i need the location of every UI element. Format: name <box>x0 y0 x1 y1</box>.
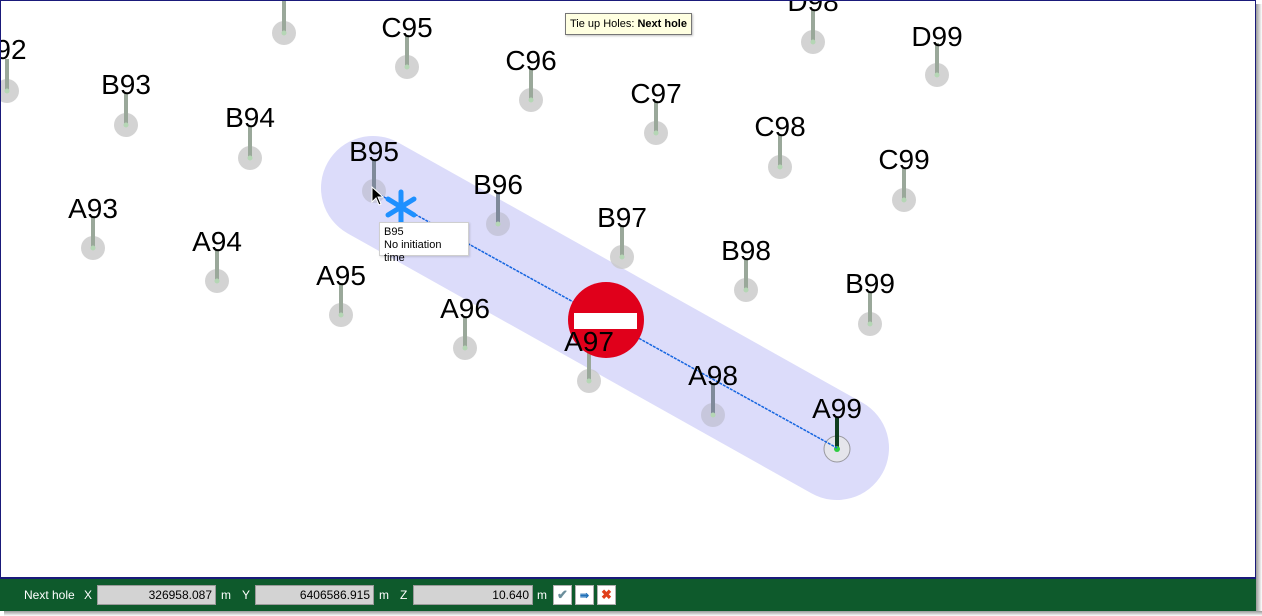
x-coordinate-field[interactable]: 326958.087 <box>97 585 216 605</box>
tooltip-prefix: Tie up Holes: <box>570 18 638 30</box>
hole-label: C96 <box>505 45 556 76</box>
hole-label: A93 <box>68 193 118 224</box>
double-arrow-right-icon: ⇛ <box>579 589 590 602</box>
hole-label: C97 <box>630 78 681 109</box>
accept-button[interactable]: ✔ <box>553 585 572 605</box>
hole-marker[interactable] <box>768 135 792 179</box>
hole-label: B98 <box>721 235 771 266</box>
hole-label: A96 <box>440 293 490 324</box>
hole-marker[interactable] <box>734 258 758 302</box>
x-unit: m <box>221 588 231 602</box>
mode-label: Next hole <box>24 588 75 602</box>
hole-label: D98 <box>787 1 838 17</box>
hole-marker[interactable] <box>892 168 916 212</box>
tooltip-message: No initiation time <box>384 239 442 264</box>
x-label: X <box>84 588 93 602</box>
hole-info-tooltip: B95 No initiation time <box>379 222 469 264</box>
hole-marker[interactable] <box>329 283 353 327</box>
y-coordinate-field[interactable]: 6406586.915 <box>255 585 374 605</box>
hole-label: A95 <box>316 260 366 291</box>
blue-star-cursor-icon <box>385 189 417 225</box>
arrow-cursor-icon <box>371 185 385 206</box>
hole-marker[interactable] <box>644 101 668 145</box>
tool-mode-tooltip: Tie up Holes: Next hole <box>565 13 692 35</box>
tooltip-action: Next hole <box>637 18 687 30</box>
hole-label: B93 <box>101 69 151 100</box>
hole-marker[interactable] <box>205 249 229 293</box>
hole-marker[interactable] <box>1 59 19 103</box>
y-unit: m <box>379 588 389 602</box>
hole-label: A94 <box>192 226 242 257</box>
hole-marker[interactable] <box>238 126 262 170</box>
hole-marker[interactable] <box>858 292 882 336</box>
cancel-button[interactable]: ✖ <box>597 585 616 605</box>
hole-label: C98 <box>754 111 805 142</box>
tooltip-hole-name: B95 <box>384 226 404 238</box>
hole-label: C95 <box>381 12 432 43</box>
hole-marker[interactable] <box>610 225 634 269</box>
hole-label: B95 <box>349 136 399 167</box>
y-label: Y <box>242 588 251 602</box>
close-x-icon: ✖ <box>601 587 612 602</box>
hole-label: 92 <box>1 34 27 65</box>
window-shadow-right <box>1256 4 1262 616</box>
hole-marker[interactable] <box>272 1 296 45</box>
no-entry-icon <box>568 282 644 358</box>
coordinate-statusbar: Next hole X 326958.087 m Y 6406586.915 m… <box>0 577 1256 611</box>
hole-marker[interactable] <box>823 417 851 463</box>
hole-marker[interactable] <box>486 192 510 236</box>
hole-marker[interactable] <box>114 93 138 137</box>
hole-label: A97 <box>564 326 614 357</box>
hole-marker[interactable] <box>519 68 543 112</box>
hole-label: A98 <box>688 360 738 391</box>
hole-label: B94 <box>225 102 275 133</box>
hole-label: B99 <box>845 268 895 299</box>
next-hole-button[interactable]: ⇛ <box>575 585 594 605</box>
z-label: Z <box>400 588 408 602</box>
hole-marker[interactable] <box>925 43 949 87</box>
hole-label: A99 <box>812 393 862 424</box>
checkmark-icon: ✔ <box>557 587 568 602</box>
hole-label: C94 <box>258 1 309 3</box>
window-shadow-bottom <box>4 611 1262 616</box>
hole-label: D99 <box>911 21 962 52</box>
z-unit: m <box>537 588 547 602</box>
z-coordinate-field[interactable]: 10.640 <box>413 585 533 605</box>
hole-marker[interactable] <box>81 216 105 260</box>
hole-marker[interactable] <box>453 316 477 360</box>
hole-marker[interactable] <box>577 349 601 393</box>
hole-label: B96 <box>473 169 523 200</box>
hole-marker[interactable] <box>701 383 725 427</box>
hole-marker[interactable] <box>801 10 825 54</box>
hole-label: B97 <box>597 202 647 233</box>
hole-label: C99 <box>878 144 929 175</box>
hole-marker[interactable] <box>395 35 419 79</box>
